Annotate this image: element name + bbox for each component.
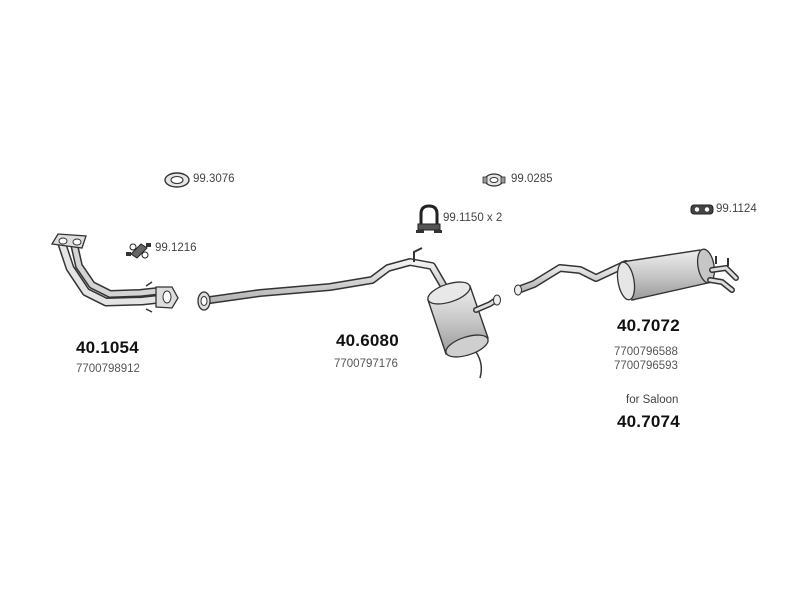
part-number-front-pipe: 40.1054: [76, 338, 139, 357]
oem-number-front-pipe: 7700798912: [76, 363, 140, 375]
accessory-code-clamp: 99.0285: [511, 173, 553, 185]
oem-number-middle-silencer: 7700797176: [334, 358, 398, 370]
clamp-icon: [482, 173, 506, 187]
accessory-code-gasket: 99.3076: [193, 173, 235, 185]
accessory-code-u-bolt: 99.1150 x 2: [443, 212, 503, 224]
middle-silencer-icon: [197, 247, 501, 379]
front-pipe-icon: [50, 233, 179, 313]
accessory-code-hanger: 99.1124: [716, 203, 757, 215]
accessory-code-mounting-kit: 99.1216: [155, 242, 197, 254]
variant-part-number: 40.7074: [617, 412, 680, 431]
part-number-middle-silencer: 40.6080: [336, 331, 399, 350]
oem-number-rear-silencer-1: 7700796588: [614, 346, 678, 358]
u-bolt-clamp-icon: [416, 204, 442, 233]
oem-number-rear-silencer-2: 7700796593: [614, 360, 678, 372]
rubber-hanger-icon: [690, 204, 714, 215]
part-number-rear-silencer: 40.7072: [617, 316, 680, 335]
mounting-kit-icon: [126, 243, 151, 259]
gasket-ring-icon: [164, 172, 190, 188]
variant-note: for Saloon: [626, 394, 679, 406]
rear-silencer-icon: [514, 248, 739, 301]
